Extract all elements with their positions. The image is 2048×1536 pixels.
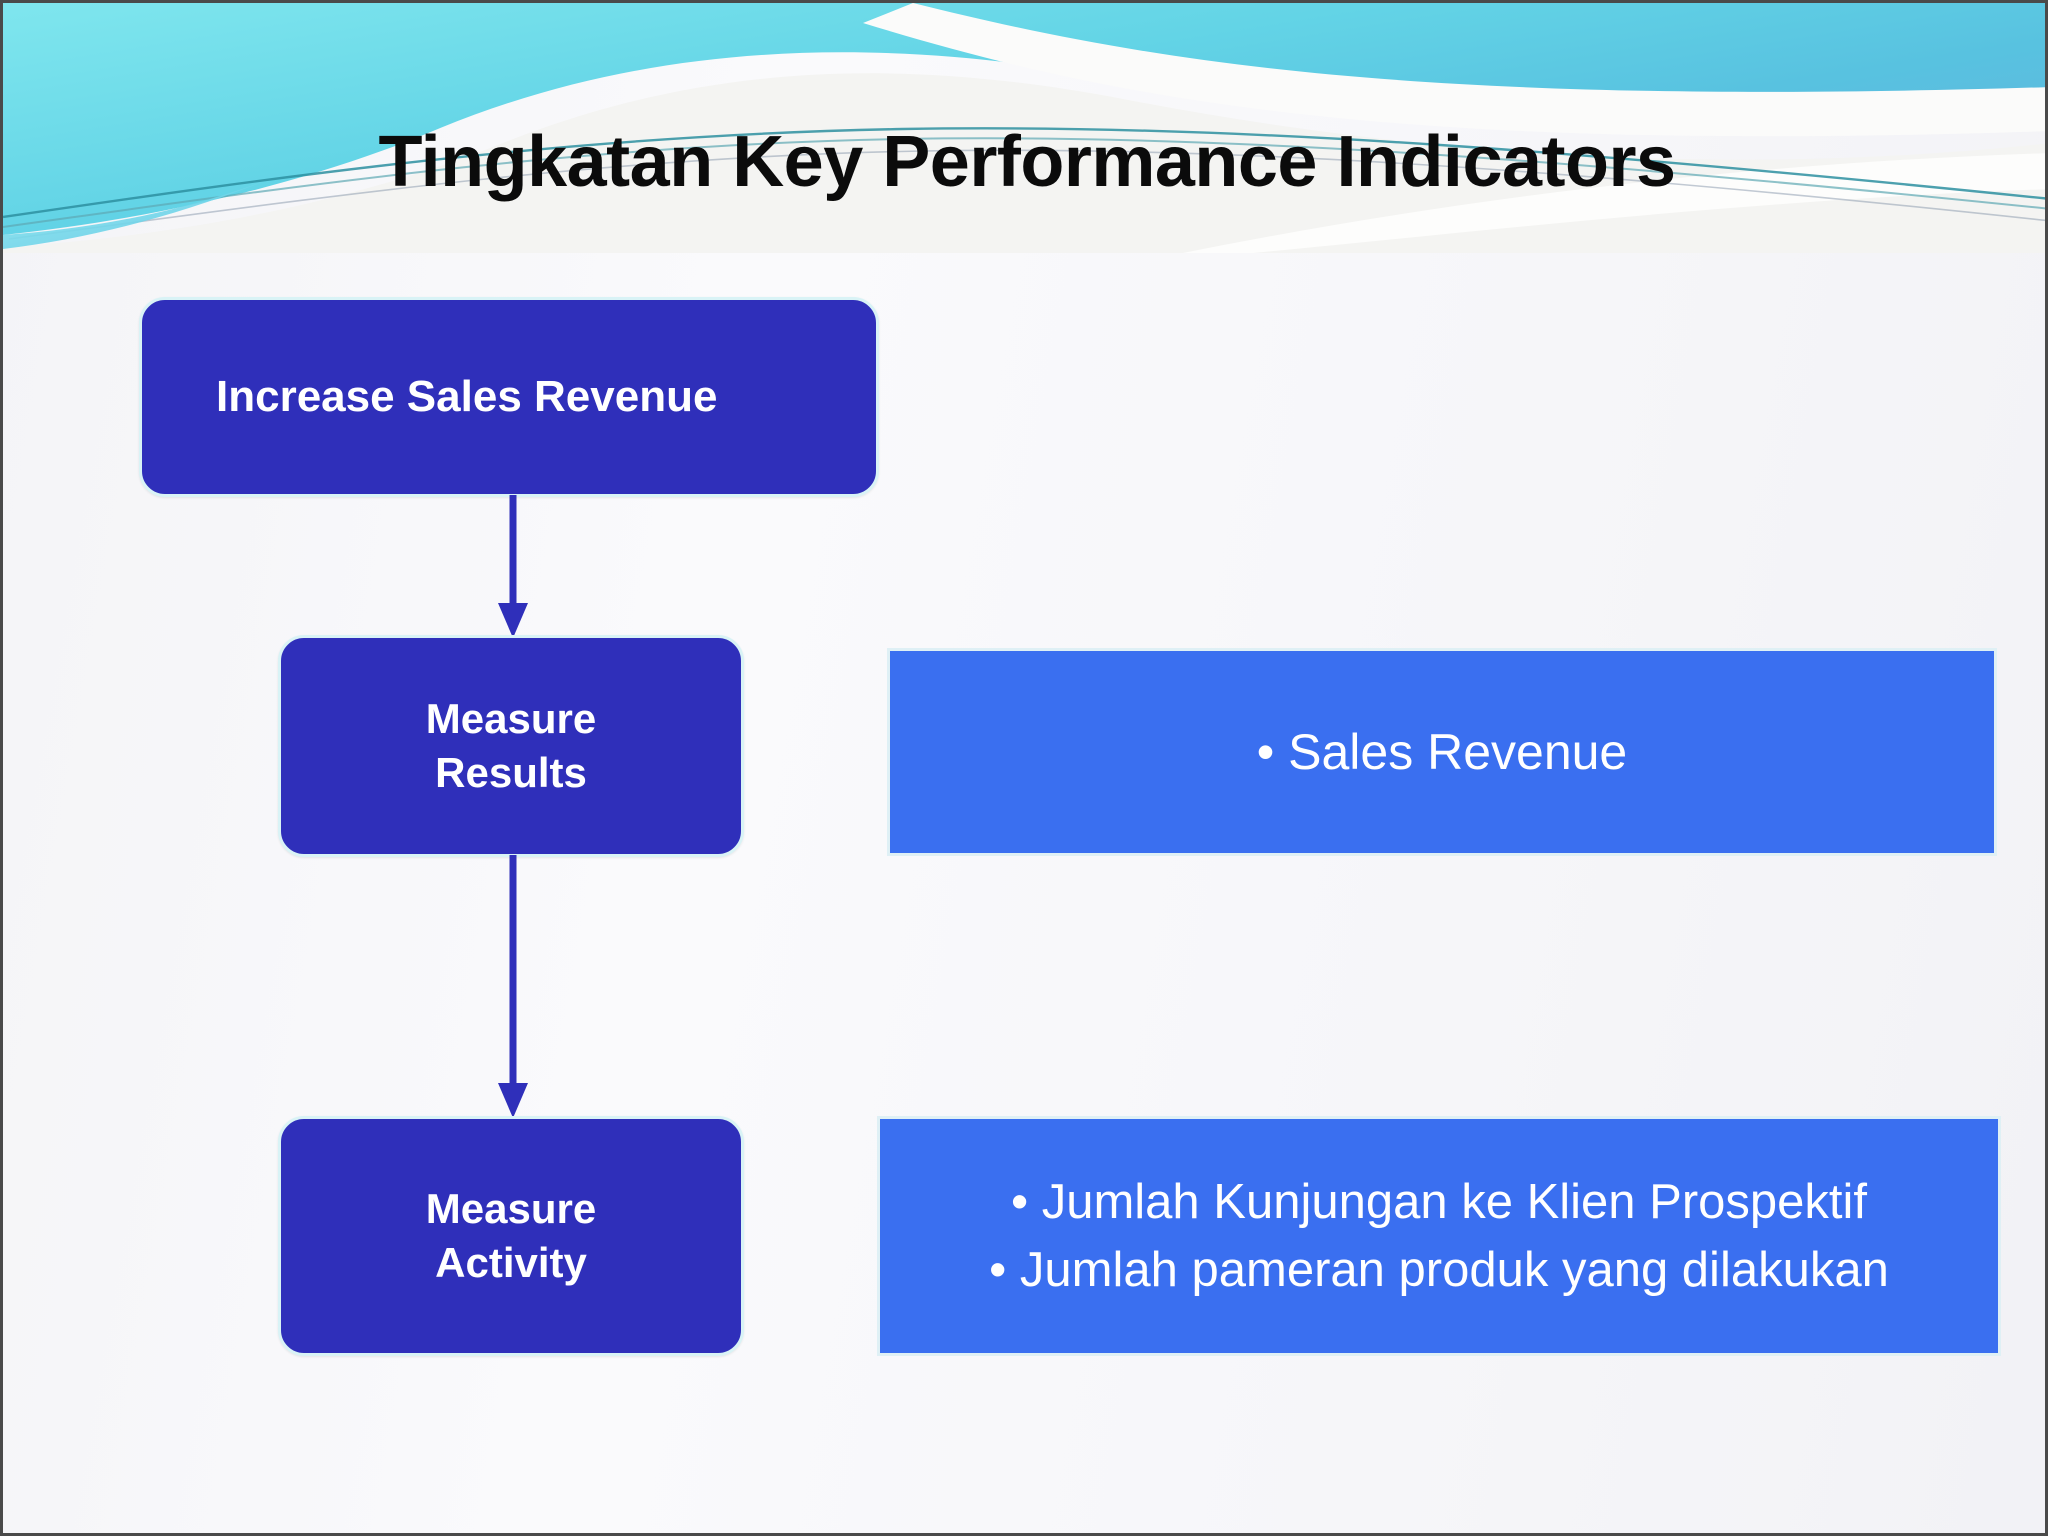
page-title: Tingkatan Key Performance Indicators (378, 122, 1676, 202)
flow-box-activity-line2: Activity (435, 1239, 587, 1286)
flow-box-activity-line1: Measure (425, 1185, 597, 1233)
kpi-panel-results-bullets: • Sales Revenue (890, 723, 1994, 781)
arrow-results-to-activity-icon (493, 855, 533, 1121)
flow-box-goal-label: Increase Sales Revenue (216, 372, 718, 421)
flow-box-measure-activity[interactable]: Measure Activity (278, 1116, 744, 1356)
kpi-bullet-kunjungan-klien: • Jumlah Kunjungan ke Klien Prospektif (1010, 1175, 1868, 1229)
arrow-goal-to-results-icon (493, 495, 533, 641)
kpi-panel-activity-bullets: • Jumlah Kunjungan ke Klien Prospektif •… (880, 1174, 1998, 1298)
flow-box-results-label: Measure Results (281, 692, 741, 800)
flow-box-measure-results[interactable]: Measure Results (278, 635, 744, 857)
kpi-bullet-pameran-produk: • Jumlah pameran produk yang dilakukan (989, 1243, 1889, 1297)
kpi-bullet-sales-revenue: • Sales Revenue (1256, 724, 1628, 780)
flow-box-increase-sales-revenue[interactable]: Increase Sales Revenue (139, 297, 879, 497)
kpi-panel-results[interactable]: • Sales Revenue (887, 648, 1997, 856)
flow-box-results-line2: Results (435, 749, 587, 796)
kpi-panel-activity[interactable]: • Jumlah Kunjungan ke Klien Prospektif •… (877, 1116, 2001, 1356)
flow-box-results-line1: Measure (425, 695, 597, 743)
flow-box-activity-label: Measure Activity (281, 1182, 741, 1290)
header-wave-decoration (3, 3, 2045, 253)
